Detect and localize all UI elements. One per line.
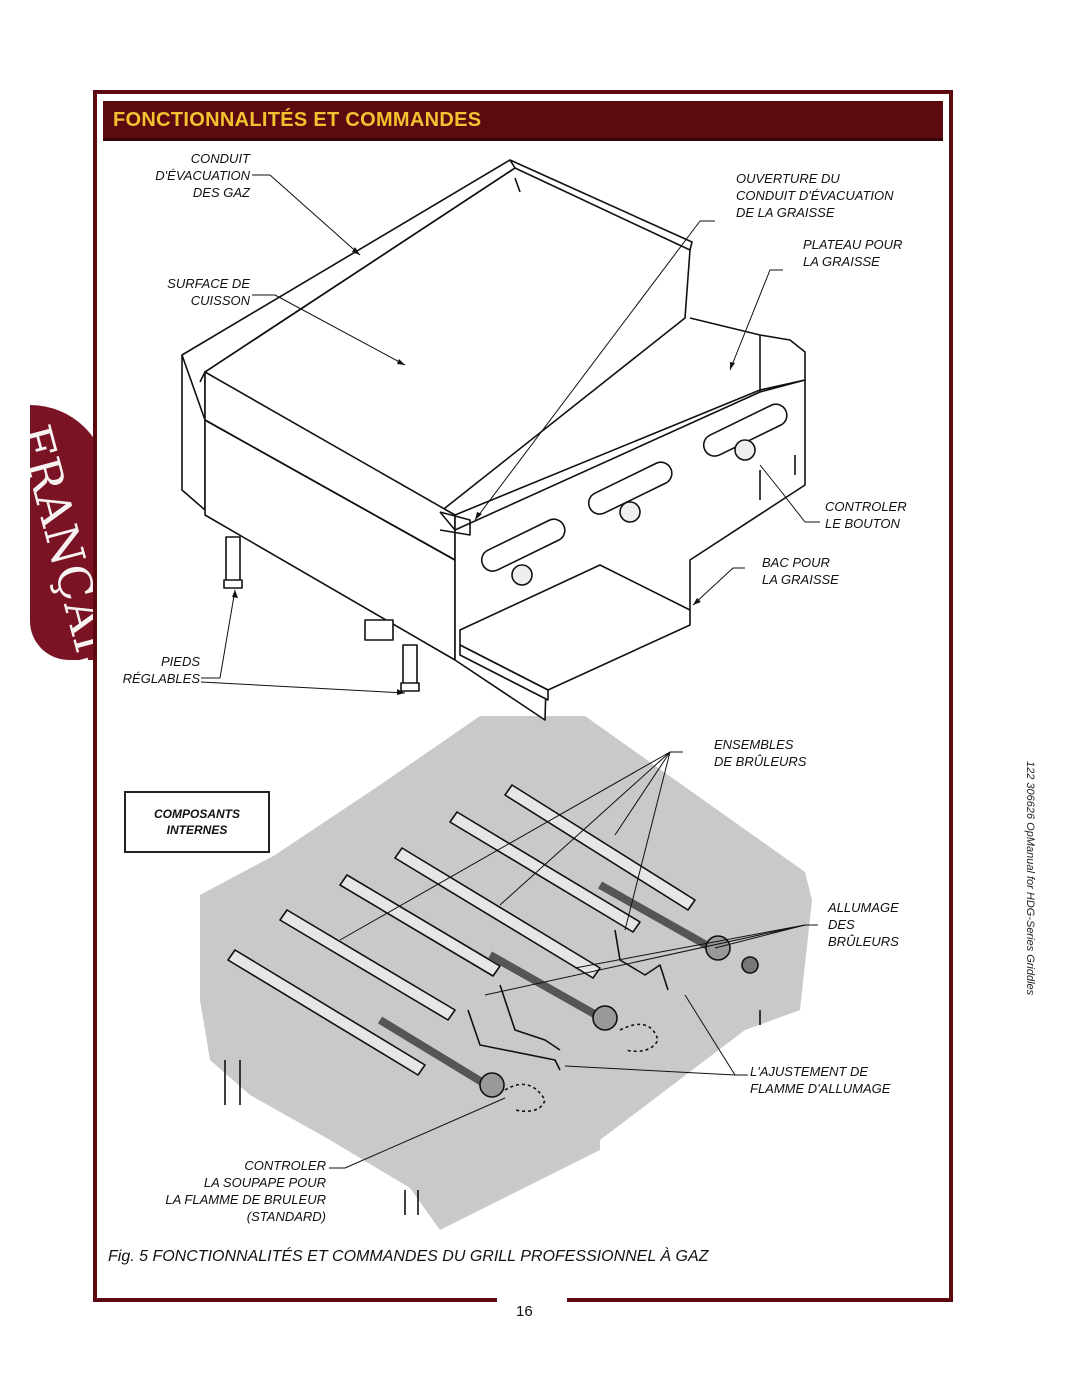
section-header: FONCTIONNALITÉS ET COMMANDES [103, 101, 943, 141]
page-number: 16 [516, 1303, 533, 1320]
figure-caption: Fig. 5 FONCTIONNALITÉS ET COMMANDES DU G… [108, 1248, 709, 1265]
burner-assemblies [227, 784, 696, 1076]
internal-components-box: COMPOSANTS INTERNES [124, 791, 270, 853]
backsplash-left [181, 159, 516, 383]
frame-gap [497, 1296, 567, 1308]
knob-icon [511, 564, 533, 586]
leg [225, 536, 241, 583]
knob-icon [619, 501, 641, 523]
side-note: 122 306626 OpManual for HDG-Series Gridd… [1024, 761, 1036, 996]
backsplash-back [509, 159, 693, 251]
section-title: FONCTIONNALITÉS ET COMMANDES [113, 109, 482, 131]
internal-components-area [200, 716, 812, 1230]
leg [402, 644, 418, 686]
knob-icon [734, 439, 756, 461]
